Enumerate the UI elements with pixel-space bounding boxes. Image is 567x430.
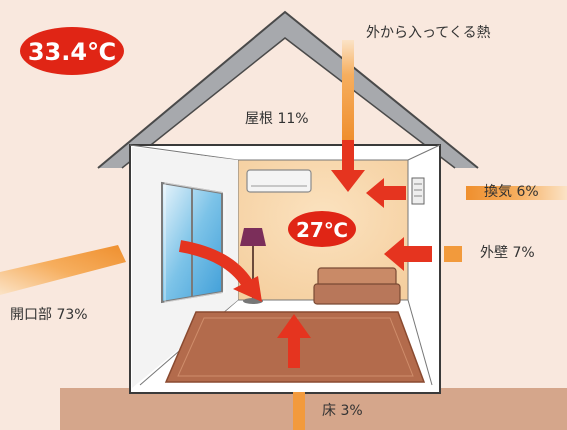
arrow-vent-inner — [366, 178, 406, 208]
arrow-window-inner — [178, 240, 252, 287]
ground — [60, 388, 567, 430]
arrow-roof-outer — [342, 40, 354, 140]
vent-grille — [411, 177, 425, 205]
arrow-wall-inner — [384, 237, 432, 271]
sofa — [313, 267, 401, 305]
air-conditioner — [246, 169, 312, 193]
heat-caption: 外から入ってくる熱 — [366, 25, 491, 41]
arrow-floor-inner — [277, 314, 311, 368]
label-exterior-wall: 外壁 7% — [480, 245, 535, 261]
outside-temp-badge: 33.4℃ — [20, 27, 124, 75]
label-floor: 床 3% — [322, 403, 363, 419]
label-ventilation: 換気 6% — [484, 184, 539, 200]
window — [161, 181, 226, 304]
label-openings: 開口部 73% — [10, 307, 88, 323]
arrow-wall-outer — [444, 246, 462, 262]
inside-temp-text: 27℃ — [296, 218, 348, 242]
outside-temp-text: 33.4℃ — [28, 38, 116, 66]
arrow-floor-outer — [293, 392, 305, 430]
inside-temp-badge: 27℃ — [288, 211, 356, 247]
heat-arrows-inner — [178, 140, 432, 368]
label-roof: 屋根 11% — [245, 111, 309, 127]
arrow-vent-outer — [466, 186, 567, 200]
heat-arrows-outer — [0, 40, 567, 430]
arrow-roof-inner — [331, 140, 365, 192]
arrow-openings-outer — [0, 245, 126, 295]
